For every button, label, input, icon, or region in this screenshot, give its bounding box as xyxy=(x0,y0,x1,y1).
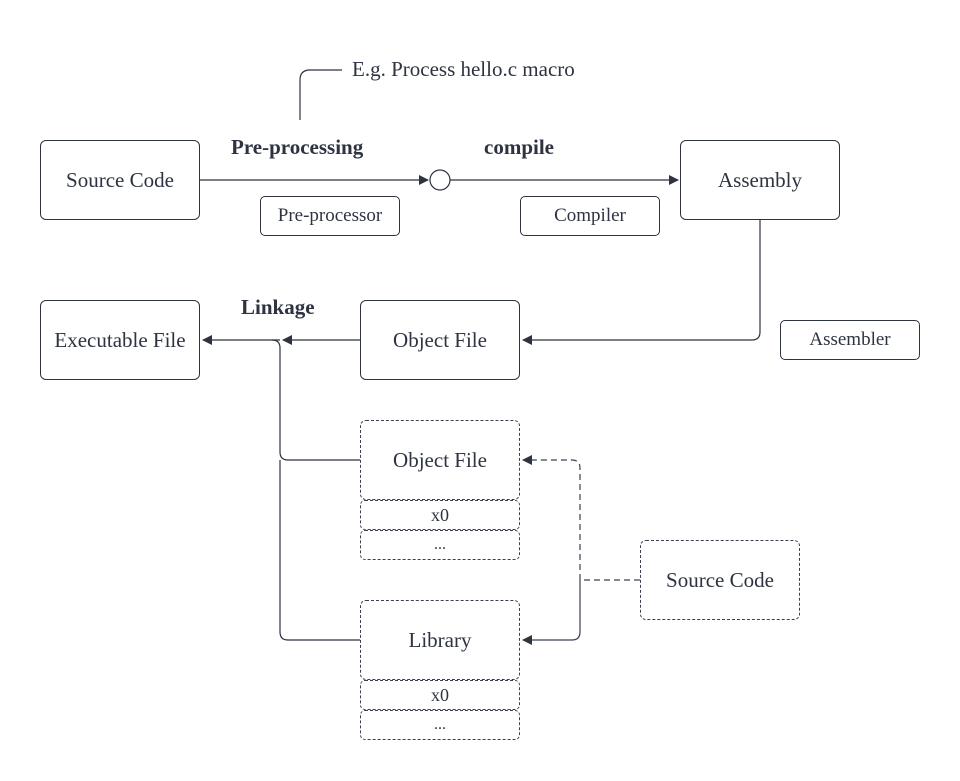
source-code-label: Source Code xyxy=(66,167,174,192)
executable-file-label: Executable File xyxy=(54,327,186,352)
link-object-file-row: x0 xyxy=(360,500,520,530)
preprocessing-label: Pre-processing xyxy=(231,135,364,159)
link-object-file-row-label: x0 xyxy=(431,504,449,525)
assembler-label: Assembler xyxy=(809,329,891,350)
annotation-text: E.g. Process hello.c macro xyxy=(352,57,575,81)
assembly-box: Assembly xyxy=(680,140,840,220)
library-box: Library xyxy=(360,600,520,680)
link-object-file-box: Object File xyxy=(360,420,520,500)
compiler-label: Compiler xyxy=(554,205,626,226)
compiler-box: Compiler xyxy=(520,196,660,236)
assembly-label: Assembly xyxy=(718,167,802,192)
executable-file-box: Executable File xyxy=(40,300,200,380)
preprocessor-label: Pre-processor xyxy=(277,205,383,226)
linkage-label: Linkage xyxy=(241,295,315,319)
link-source-code-box: Source Code xyxy=(640,540,800,620)
library-row-label: ... xyxy=(434,716,446,733)
preprocessor-box: Pre-processor xyxy=(260,196,400,236)
library-row-label: x0 xyxy=(431,684,449,705)
library-label: Library xyxy=(408,627,472,652)
link-object-file-label: Object File xyxy=(393,447,487,472)
link-source-code-label: Source Code xyxy=(666,567,774,592)
library-link-line xyxy=(279,460,360,641)
intermediate-node xyxy=(429,169,451,191)
source-code-box: Source Code xyxy=(40,140,200,220)
source-to-library-arrow xyxy=(522,580,581,645)
link-object-file-row: ... xyxy=(360,530,520,560)
compile-label: compile xyxy=(484,135,554,159)
object-file-box: Object File xyxy=(360,300,520,380)
source-to-object-file-arrow xyxy=(522,455,581,580)
library-row: x0 xyxy=(360,680,520,710)
assembler-box: Assembler xyxy=(780,320,920,360)
annotation-callout-line xyxy=(299,69,342,120)
link-object-file-row-label: ... xyxy=(434,536,446,553)
library-row: ... xyxy=(360,710,520,740)
assemble-arrow xyxy=(522,220,761,345)
object-file-link-line xyxy=(271,339,360,461)
object-file-label: Object File xyxy=(393,327,487,352)
